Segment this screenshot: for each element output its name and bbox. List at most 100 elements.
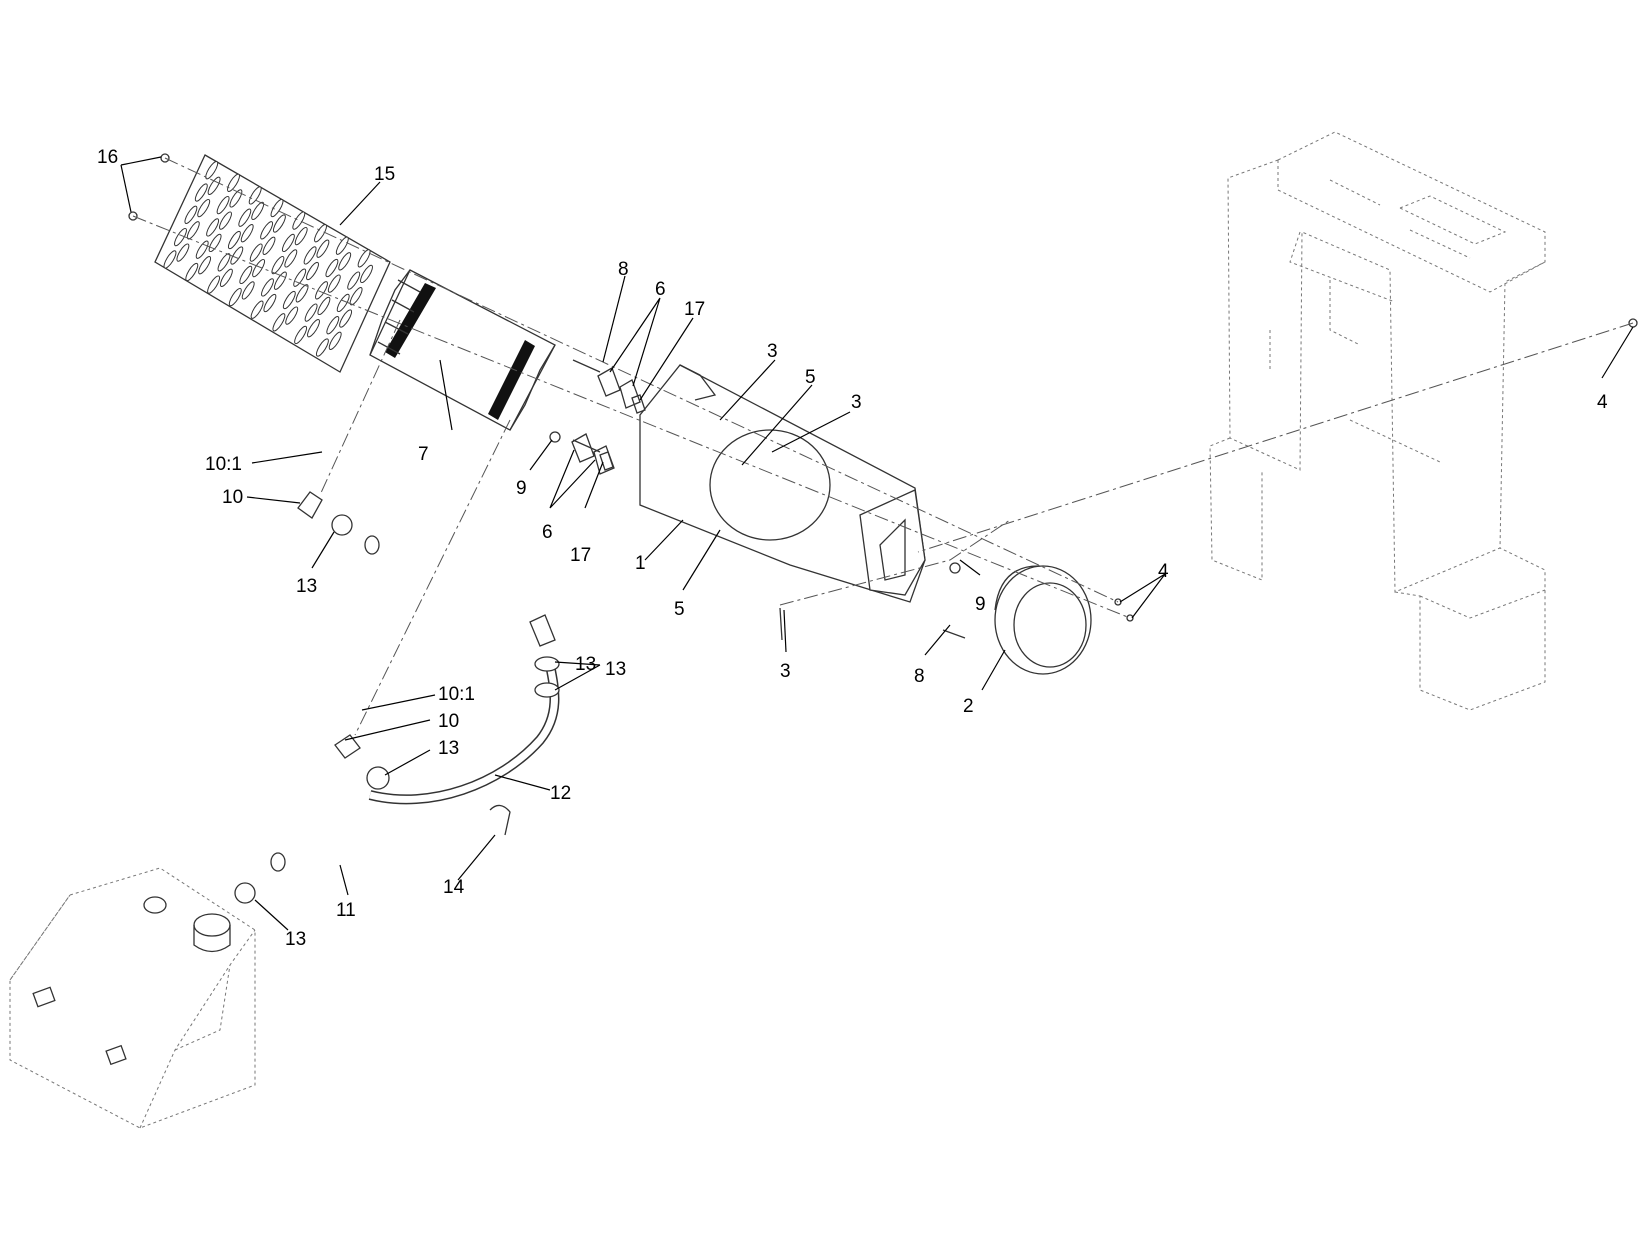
grille-slot: [294, 325, 308, 345]
grille-slot: [347, 271, 361, 290]
callout-label: 17: [570, 545, 591, 566]
grille-slot: [229, 189, 243, 208]
grille-slot: [357, 249, 371, 268]
callout-label: 4: [1597, 392, 1608, 413]
callout-label: 7: [418, 444, 429, 465]
grille-slot: [206, 218, 220, 237]
grille-slot: [315, 338, 329, 357]
callout-label: 13: [296, 576, 317, 597]
grille-slot: [251, 201, 265, 221]
grille-slot: [241, 281, 255, 300]
callout-label: 2: [963, 696, 974, 717]
callout-label: 13: [438, 738, 459, 759]
callout-label: 3: [851, 392, 862, 413]
callout-label: 13: [285, 929, 306, 950]
grille-slot: [270, 198, 284, 218]
grille-slot: [328, 331, 342, 350]
callout-label: 12: [550, 783, 571, 804]
grille-slot: [295, 284, 309, 303]
grille-slot: [339, 309, 353, 328]
callout-label: 16: [97, 147, 118, 168]
grille-slot: [250, 300, 264, 319]
grille-slot: [315, 281, 328, 300]
grille-slot: [294, 226, 308, 246]
grille-slot: [360, 264, 373, 284]
grille-slot: [314, 224, 327, 243]
grille-slot: [336, 293, 350, 313]
callout-label: 3: [767, 341, 778, 362]
grille-slot: [219, 211, 232, 230]
callout-label: 13: [575, 654, 596, 675]
grille-slot: [263, 293, 277, 313]
callout-label: 4: [1158, 561, 1169, 582]
grille-slot: [317, 296, 331, 316]
callout-label: 15: [374, 164, 395, 185]
grille-slot: [197, 198, 211, 218]
centerlines: [132, 157, 1634, 736]
callout-label: 10: [438, 711, 459, 732]
leaders: [120, 156, 1634, 931]
grille-slot: [272, 214, 286, 233]
grille-slot: [252, 258, 266, 278]
grille-slot: [184, 205, 198, 224]
fittings: [234, 491, 560, 904]
callout-label: 10:1: [205, 454, 242, 475]
grille-slot: [261, 278, 274, 297]
callout-label: 1: [635, 553, 646, 574]
grille-slot: [260, 221, 274, 240]
callout-label: 14: [443, 877, 465, 898]
grille-slot: [248, 186, 262, 205]
grille-slot: [316, 239, 330, 258]
grille-slot: [327, 274, 341, 293]
callout-label: 5: [674, 599, 685, 620]
fuel-tank: [9, 867, 256, 1129]
grille-slot: [306, 261, 319, 281]
main-frame: [1209, 131, 1546, 711]
grille-slot: [228, 287, 242, 307]
grille-slot: [282, 290, 296, 310]
grille-slot: [208, 233, 222, 253]
grille-slot: [185, 262, 199, 282]
grille-slot: [207, 275, 221, 294]
callout-label: 9: [975, 594, 986, 615]
callout-label: 10:1: [438, 684, 475, 705]
callout-label: 3: [780, 661, 791, 682]
grille-slot: [230, 246, 244, 265]
grille-slot: [349, 287, 363, 306]
callout-label: 6: [655, 279, 666, 300]
grille-slot: [249, 243, 263, 262]
grille-slot: [281, 233, 295, 253]
grille-slot: [338, 252, 352, 271]
oil-cooler: [369, 269, 556, 431]
grille-slot: [163, 250, 177, 269]
grille-slot: [205, 161, 219, 180]
grille-slot: [219, 268, 233, 287]
callout-label: 13: [605, 659, 626, 680]
callout-label: 6: [542, 522, 553, 543]
grille-slot: [176, 243, 190, 262]
grille-slot: [240, 224, 254, 243]
grille-slot: [227, 173, 240, 192]
callout-label: 9: [516, 478, 527, 499]
grille-slot: [326, 316, 340, 335]
callout-label: 8: [914, 666, 925, 687]
grille-slot: [216, 195, 230, 215]
grille-slot: [307, 319, 320, 338]
grille-slot: [272, 313, 286, 332]
grille-slot: [239, 265, 253, 285]
grille-slot: [325, 258, 339, 278]
hardware: [128, 153, 1638, 641]
callout-label: 8: [618, 259, 629, 280]
callout-label: 17: [684, 299, 705, 320]
grille-slot: [303, 246, 317, 265]
grille-slot: [194, 183, 208, 202]
grille-slot: [284, 249, 298, 268]
fan-shroud: [639, 364, 926, 603]
callout-label: 10: [222, 487, 243, 508]
callout-label: 11: [336, 900, 356, 921]
grille-slot: [207, 176, 221, 195]
grille-slot: [285, 306, 299, 325]
callout-labels: 16 15 8 6 17 3 5 3 10:1 7 10 9 6 17 13 1…: [97, 147, 1608, 950]
grille-slot: [271, 255, 285, 275]
